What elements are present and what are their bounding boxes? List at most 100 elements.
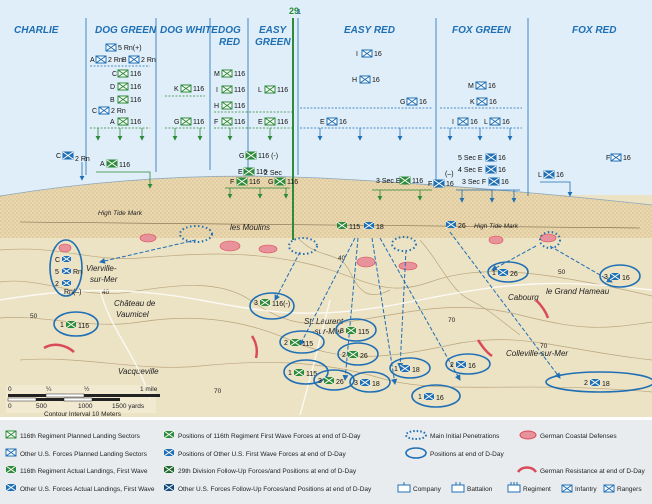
division-29-label: 29 (289, 6, 299, 16)
svg-text:Other U.S. Forces Follow-Up Fo: Other U.S. Forces Follow-Up Forces/and P… (178, 486, 372, 493)
svg-text:5 Rn(+): 5 Rn(+) (118, 45, 142, 52)
svg-text:18: 18 (602, 381, 610, 388)
svg-text:3 Sec F: 3 Sec F (462, 179, 486, 186)
svg-text:1500 yards: 1500 yards (112, 403, 145, 410)
svg-text:116: 116 (78, 323, 89, 330)
svg-text:26: 26 (458, 223, 466, 230)
place-les-moulins: les Moulins (230, 223, 270, 232)
svg-text:16: 16 (623, 155, 631, 162)
unit-symbol[interactable]: 26 (445, 220, 466, 230)
main-penetrations (179, 225, 561, 255)
place-chateau-2: Vaumicel (116, 310, 149, 319)
svg-text:1 mile: 1 mile (140, 386, 158, 393)
svg-text:16: 16 (436, 395, 444, 402)
svg-text:F: F (428, 181, 432, 188)
legend-item: Positions of Other U.S. First Wave Force… (163, 448, 346, 458)
svg-text:I: I (216, 87, 218, 94)
svg-text:Battalion: Battalion (467, 486, 493, 493)
svg-text:3 Sec E: 3 Sec E (376, 178, 401, 185)
sector-labels: CHARLIE DOG GREEN DOG WHITE DOG RED EASY… (14, 25, 616, 48)
svg-text:0: 0 (8, 386, 12, 393)
legend-item: 116th Regiment Planned Landing Sectors (5, 430, 141, 440)
unit-symbol[interactable]: 2Rn(–) (55, 279, 82, 296)
unit-symbol[interactable]: 3 26 (318, 376, 344, 386)
unit-symbol[interactable]: 3 Sec E 116 (376, 176, 423, 185)
german-coastal-defenses (58, 233, 557, 271)
svg-text:116: 116 (287, 179, 298, 186)
svg-text:3: 3 (318, 378, 322, 385)
svg-text:116: 116 (412, 178, 423, 185)
legend-item: German Resistance at end of D-Day (516, 466, 646, 475)
unit-symbol[interactable]: 18 (363, 221, 384, 231)
legend-item: Main Initial Penetrations (405, 430, 500, 440)
svg-text:16: 16 (502, 119, 510, 126)
svg-text:116: 116 (234, 87, 245, 94)
svg-text:16: 16 (339, 119, 347, 126)
svg-text:116: 116 (277, 119, 288, 126)
svg-text:26: 26 (336, 379, 344, 386)
contour-label: 40 (102, 289, 110, 296)
svg-text:M: M (468, 83, 474, 90)
svg-text:G: G (174, 119, 179, 126)
svg-text:Rn: Rn (73, 269, 82, 276)
svg-text:115: 115 (349, 224, 360, 231)
unit-symbol[interactable]: C (55, 255, 72, 264)
sector-fox-green: FOX GREEN (452, 25, 512, 36)
unit-symbol[interactable]: I 116 (216, 85, 245, 94)
svg-text:18: 18 (376, 224, 384, 231)
unit-symbol[interactable]: 5 Rn(+) (105, 43, 142, 52)
unit-symbol[interactable]: 115 (336, 221, 360, 231)
svg-text:16: 16 (489, 99, 497, 106)
svg-text:Rangers: Rangers (617, 486, 642, 493)
